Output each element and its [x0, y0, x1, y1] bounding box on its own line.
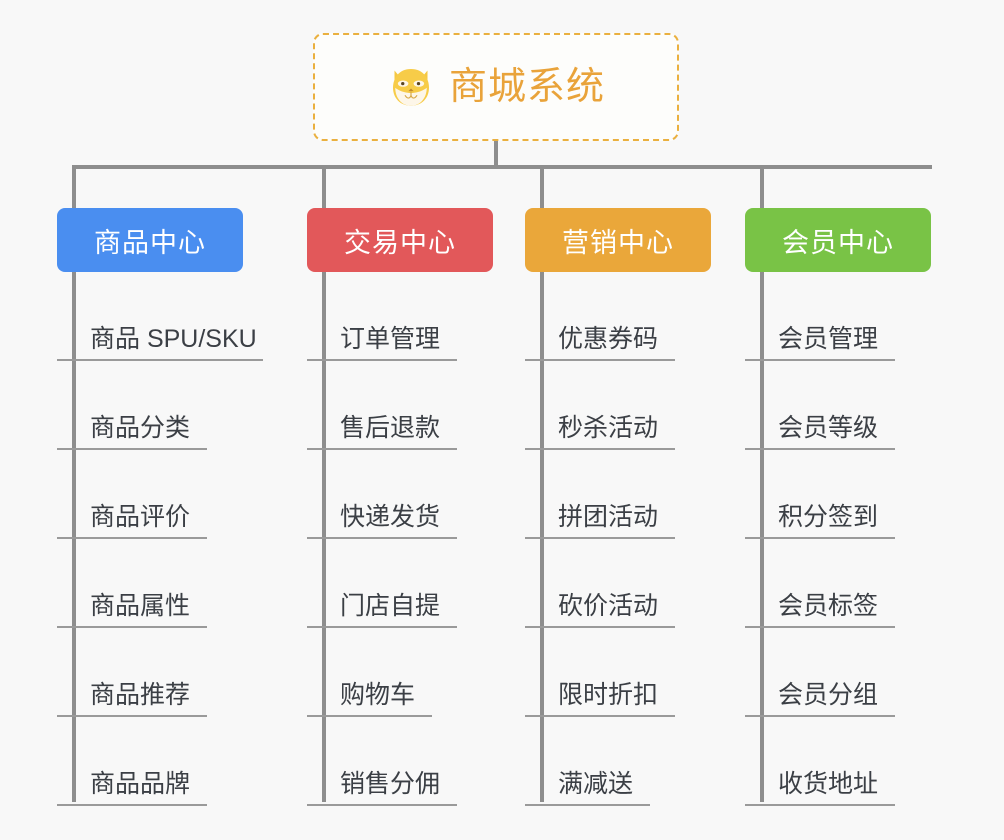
leaf-label: 优惠券码 [558, 325, 659, 353]
branch-header-label-1: 交易中心 [344, 227, 456, 258]
leaf-item[interactable]: 商品评价 [57, 450, 243, 539]
branch-header-3[interactable]: 会员中心 [745, 208, 931, 272]
leaf-label: 商品 SPU/SKU [90, 325, 257, 353]
leaf-item[interactable]: 会员等级 [745, 361, 931, 450]
leaf-item[interactable]: 商品推荐 [57, 628, 243, 717]
leaf-label: 限时折扣 [558, 681, 659, 709]
leaf-label: 积分签到 [778, 503, 879, 531]
root-node[interactable]: 商城系统 [313, 33, 679, 141]
leaf-item[interactable]: 快递发货 [307, 450, 493, 539]
leaf-underline [525, 448, 675, 450]
branch-header-0[interactable]: 商品中心 [57, 208, 243, 272]
leaf-item[interactable]: 商品分类 [57, 361, 243, 450]
leaf-item[interactable]: 商品属性 [57, 539, 243, 628]
leaf-label: 商品品牌 [90, 770, 191, 798]
leaf-item[interactable]: 会员管理 [745, 272, 931, 361]
leaf-underline [57, 715, 207, 717]
leaf-underline [525, 626, 675, 628]
branch-header-2[interactable]: 营销中心 [525, 208, 711, 272]
leaf-item[interactable]: 收货地址 [745, 717, 931, 806]
leaf-underline [307, 715, 432, 717]
leaf-label: 销售分佣 [340, 770, 441, 798]
leaf-item[interactable]: 优惠券码 [525, 272, 711, 361]
leaf-item[interactable]: 会员标签 [745, 539, 931, 628]
leaf-label: 会员管理 [778, 325, 879, 353]
leaf-list-0: 商品 SPU/SKU 商品分类 商品评价 商品属性 商品推荐 商品品牌 [57, 272, 263, 806]
leaf-label: 售后退款 [340, 414, 441, 442]
leaf-underline [307, 537, 457, 539]
branch-column-1: 交易中心 订单管理 售后退款 快递发货 门店自提 购物车 [307, 208, 493, 806]
branch-column-0: 商品中心 商品 SPU/SKU 商品分类 商品评价 商品属性 商品推荐 [57, 208, 263, 806]
leaf-label: 秒杀活动 [558, 414, 659, 442]
branch-header-1[interactable]: 交易中心 [307, 208, 493, 272]
leaf-underline [745, 448, 895, 450]
leaf-item[interactable]: 购物车 [307, 628, 493, 717]
leaf-item[interactable]: 商品 SPU/SKU [57, 272, 263, 361]
leaf-label: 订单管理 [340, 325, 441, 353]
leaf-item[interactable]: 砍价活动 [525, 539, 711, 628]
leaf-label: 会员分组 [778, 681, 879, 709]
leaf-underline [525, 804, 650, 806]
leaf-label: 商品评价 [90, 503, 191, 531]
leaf-label: 满减送 [558, 770, 634, 798]
leaf-underline [57, 626, 207, 628]
root-title: 商城系统 [448, 66, 605, 108]
leaf-underline [745, 537, 895, 539]
leaf-item[interactable]: 订单管理 [307, 272, 493, 361]
leaf-label: 砍价活动 [558, 592, 659, 620]
leaf-item[interactable]: 积分签到 [745, 450, 931, 539]
leaf-underline [307, 448, 457, 450]
leaf-label: 快递发货 [340, 503, 441, 531]
leaf-underline [745, 804, 895, 806]
leaf-label: 商品分类 [90, 414, 191, 442]
leaf-item[interactable]: 商品品牌 [57, 717, 243, 806]
branch-column-3: 会员中心 会员管理 会员等级 积分签到 会员标签 会员分组 [745, 208, 931, 806]
leaf-label: 商品属性 [90, 592, 191, 620]
leaf-label: 购物车 [340, 681, 416, 709]
leaf-list-3: 会员管理 会员等级 积分签到 会员标签 会员分组 收货地址 [745, 272, 931, 806]
leaf-item[interactable]: 门店自提 [307, 539, 493, 628]
branch-header-label-3: 会员中心 [782, 227, 894, 258]
leaf-item[interactable]: 销售分佣 [307, 717, 493, 806]
leaf-underline [57, 804, 207, 806]
leaf-underline [745, 359, 895, 361]
shiba-dog-face-icon [392, 69, 429, 106]
leaf-underline [57, 359, 263, 361]
leaf-underline [745, 715, 895, 717]
leaf-label: 门店自提 [340, 592, 441, 620]
leaf-underline [57, 537, 207, 539]
leaf-item[interactable]: 拼团活动 [525, 450, 711, 539]
leaf-item[interactable]: 会员分组 [745, 628, 931, 717]
leaf-item[interactable]: 售后退款 [307, 361, 493, 450]
leaf-list-1: 订单管理 售后退款 快递发货 门店自提 购物车 销售分佣 [307, 272, 493, 806]
leaf-underline [307, 359, 457, 361]
leaf-underline [525, 537, 675, 539]
leaf-label: 商品推荐 [90, 681, 191, 709]
leaf-label: 会员标签 [778, 592, 879, 620]
leaf-label: 拼团活动 [558, 503, 659, 531]
leaf-item[interactable]: 满减送 [525, 717, 711, 806]
leaf-label: 收货地址 [778, 770, 879, 798]
leaf-underline [57, 448, 207, 450]
leaf-underline [525, 715, 675, 717]
leaf-list-2: 优惠券码 秒杀活动 拼团活动 砍价活动 限时折扣 满减送 [525, 272, 711, 806]
branch-column-2: 营销中心 优惠券码 秒杀活动 拼团活动 砍价活动 限时折扣 [525, 208, 711, 806]
leaf-label: 会员等级 [778, 414, 879, 442]
leaf-item[interactable]: 限时折扣 [525, 628, 711, 717]
leaf-underline [745, 626, 895, 628]
leaf-underline [525, 359, 675, 361]
branch-header-label-0: 商品中心 [94, 227, 206, 258]
leaf-underline [307, 804, 457, 806]
leaf-item[interactable]: 秒杀活动 [525, 361, 711, 450]
branch-header-label-2: 营销中心 [562, 227, 674, 258]
leaf-underline [307, 626, 457, 628]
